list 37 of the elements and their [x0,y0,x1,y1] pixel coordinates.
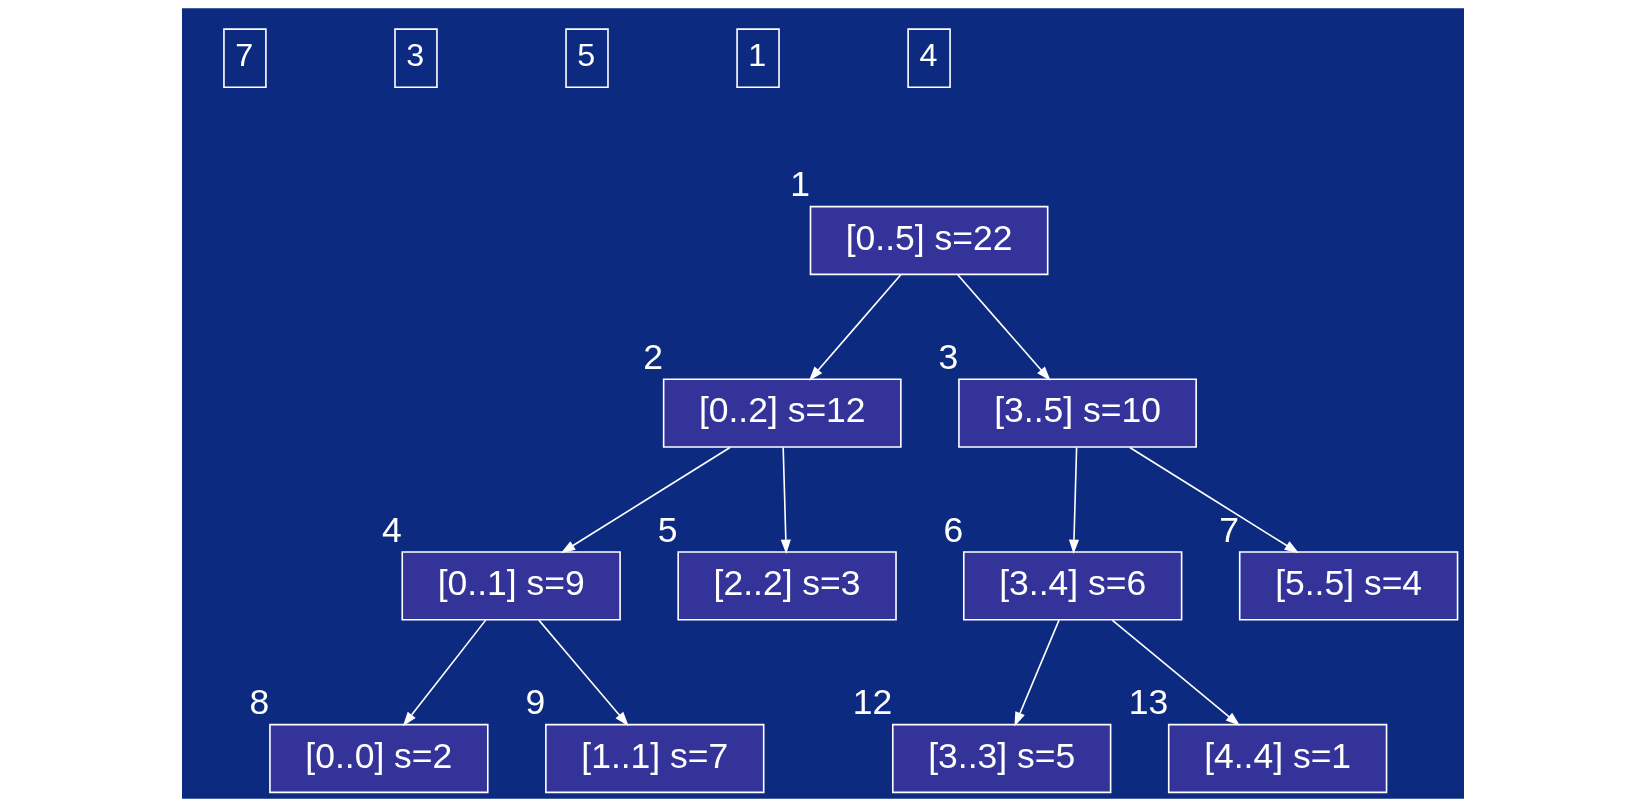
node-box: [2..2] s=3 [677,551,897,621]
arrow [1129,446,1300,554]
arrow [402,619,487,727]
node-box: [0..0] s=2 [269,723,489,794]
arrow [560,446,731,554]
node-box: [4..4] s=1 [1167,723,1388,794]
arrow [956,274,1051,381]
node-label: 5 [657,509,678,550]
node-label: 7 [1219,509,1240,550]
node-label: 4 [381,509,402,550]
label: 1 [748,37,767,74]
node-box: [1..1] s=7 [545,723,765,794]
node-label: 1 [790,164,810,205]
node-label: 9 [525,682,546,723]
node-box: [0..2] s=12 [662,378,902,448]
node-label: 8 [249,682,270,723]
node-label: 13 [1128,682,1169,723]
node-label: 6 [943,509,964,550]
label: 4 [919,37,938,74]
node-box: [0..5] s=22 [809,205,1049,276]
label: 7 [235,37,254,74]
arrow [1014,619,1060,727]
node-label: 3 [938,336,959,377]
arrow [780,446,791,555]
node-box: [3..3] s=5 [892,723,1112,794]
node-box: [3..5] s=10 [958,378,1197,448]
node-label: 12 [852,682,893,723]
node-label: 2 [643,336,664,377]
node-box: [0..1] s=9 [401,551,621,621]
arrow [538,619,629,727]
arrow [1111,619,1241,726]
label: 3 [406,37,425,74]
arrow [808,274,902,381]
node-box: [5..5] s=4 [1238,551,1459,621]
label: 5 [577,37,596,74]
arrow [1068,446,1080,555]
node-box: [3..4] s=6 [963,551,1183,621]
